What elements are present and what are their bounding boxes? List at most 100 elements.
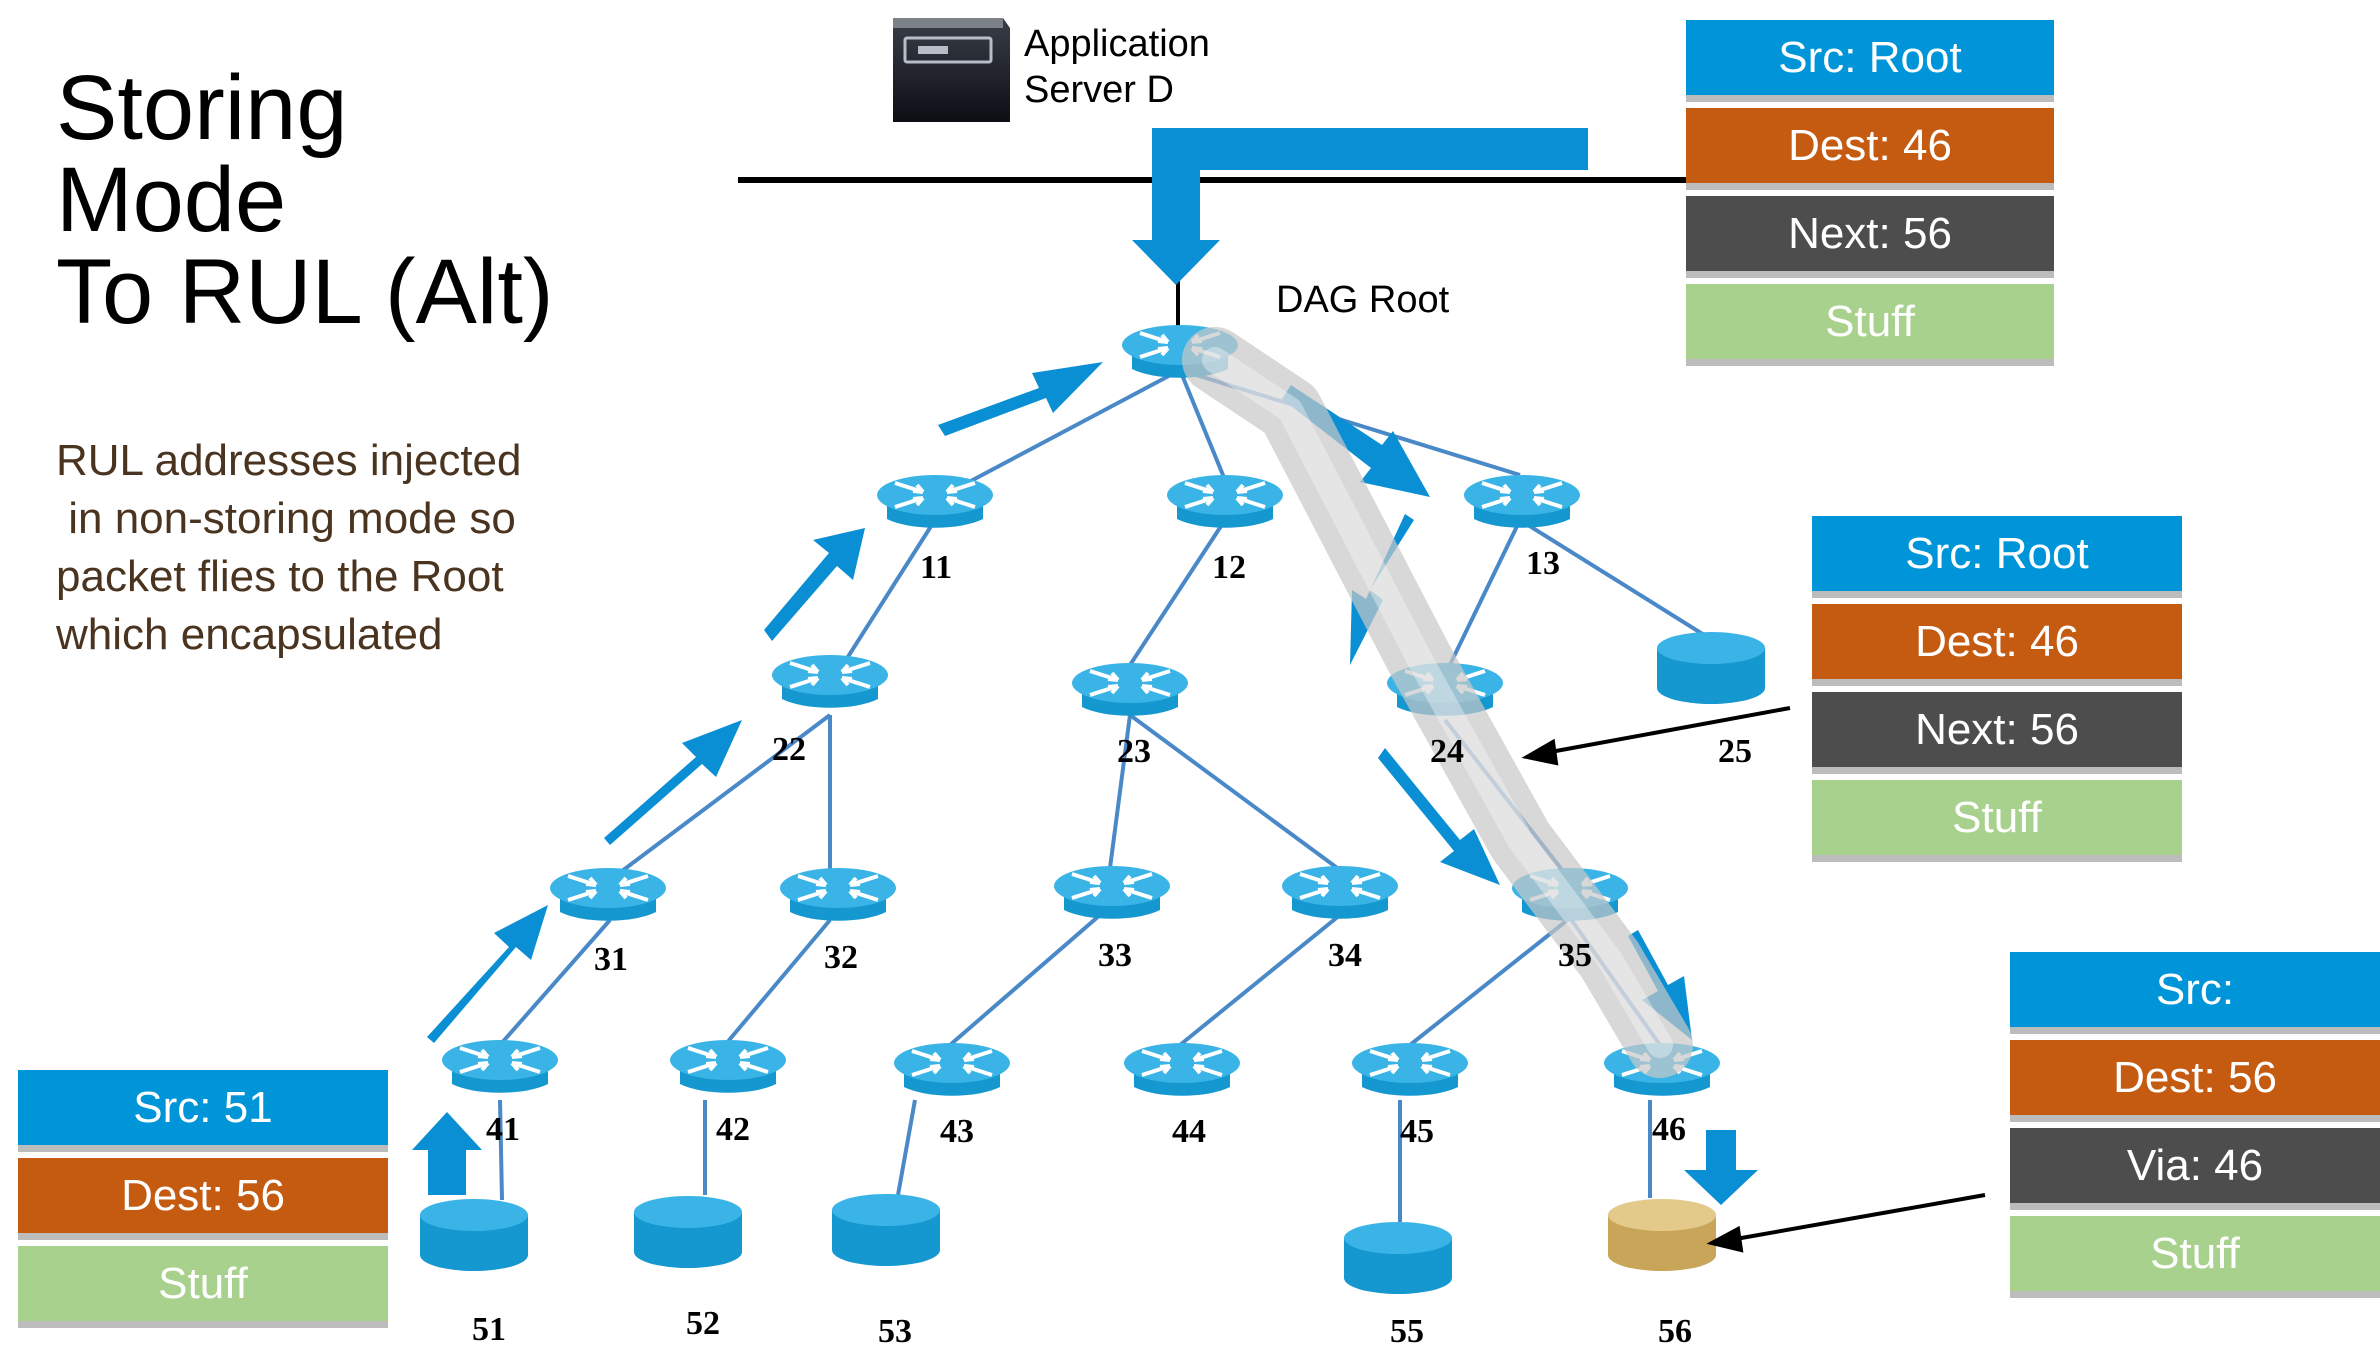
router-31 bbox=[548, 866, 668, 923]
header-top-next: Next: 56 bbox=[1686, 196, 2054, 278]
header-top-src: Src: Root bbox=[1686, 20, 2054, 102]
node-label-22: 22 bbox=[772, 731, 806, 768]
slide-title: Storing Mode To RUL (Alt) bbox=[56, 62, 554, 338]
tunnel-overlay-highlight bbox=[1202, 347, 1673, 1058]
host-51 bbox=[420, 1199, 528, 1271]
header-stack-top: Src: Root Dest: 46 Next: 56 Stuff bbox=[1686, 20, 2054, 366]
header-bottom-right-src: Src: bbox=[2010, 952, 2380, 1034]
link-23-33 bbox=[1108, 714, 1132, 869]
note-line-2: in non-storing mode so bbox=[56, 494, 516, 543]
link-13-24 bbox=[1443, 519, 1522, 676]
router-13 bbox=[1462, 473, 1582, 530]
node-label-25: 25 bbox=[1718, 733, 1752, 770]
node-label-33: 33 bbox=[1098, 937, 1132, 974]
header-mid-next: Next: 56 bbox=[1812, 692, 2182, 774]
node-label-53: 53 bbox=[878, 1313, 912, 1347]
host-52 bbox=[634, 1196, 742, 1268]
header-stack-mid: Src: Root Dest: 46 Next: 56 Stuff bbox=[1812, 516, 2182, 862]
root-label: DAG Root bbox=[1276, 279, 1450, 321]
node-label-24: 24 bbox=[1430, 733, 1464, 770]
node-label-51: 51 bbox=[472, 1311, 506, 1347]
header-stack-bottom-right: Src: Dest: 56 Via: 46 Stuff bbox=[2010, 952, 2380, 1298]
link-23-34 bbox=[1128, 713, 1342, 872]
note-line-1: RUL addresses injected bbox=[56, 436, 522, 485]
node-label-35: 35 bbox=[1558, 937, 1592, 974]
header-top-dest: Dest: 46 bbox=[1686, 108, 2054, 190]
router-11 bbox=[875, 473, 995, 530]
explanation-note: RUL addresses injected in non-storing mo… bbox=[56, 432, 576, 664]
header-top-stuff: Stuff bbox=[1686, 284, 2054, 366]
pointer-to-56 bbox=[1729, 1193, 1986, 1242]
header-mid-dest: Dest: 46 bbox=[1812, 604, 2182, 686]
link-root-12 bbox=[1178, 369, 1227, 481]
router-12 bbox=[1165, 473, 1285, 530]
pointer-arrows bbox=[1521, 706, 1986, 1253]
router-34 bbox=[1280, 864, 1400, 921]
link-32-42 bbox=[723, 918, 832, 1047]
up-arrow-22-11 bbox=[764, 528, 865, 641]
tunnel-overlay bbox=[1182, 327, 1693, 1078]
router-23 bbox=[1070, 661, 1190, 718]
routers bbox=[440, 323, 1722, 1098]
link-12-23 bbox=[1128, 518, 1227, 667]
node-label-55: 55 bbox=[1390, 1313, 1424, 1347]
link-43-53 bbox=[896, 1099, 917, 1196]
link-41-51 bbox=[498, 1099, 504, 1201]
node-label-41: 41 bbox=[486, 1111, 520, 1148]
router-43 bbox=[892, 1041, 1012, 1098]
title-line-3: To RUL (Alt) bbox=[56, 241, 554, 343]
note-line-4: which encapsulated bbox=[56, 610, 443, 659]
node-label-12: 12 bbox=[1212, 549, 1246, 586]
up-arrow-31-22 bbox=[604, 720, 742, 845]
pointer-to-24 bbox=[1544, 706, 1791, 755]
node-label-31: 31 bbox=[594, 941, 628, 978]
link-33-43 bbox=[948, 913, 1102, 1047]
router-42 bbox=[668, 1038, 788, 1095]
leaf-hosts bbox=[420, 632, 1765, 1294]
node-label-46: 46 bbox=[1652, 1111, 1686, 1148]
host-25 bbox=[1657, 632, 1765, 704]
node-label-52: 52 bbox=[686, 1305, 720, 1342]
header-bottom-right-stuff: Stuff bbox=[2010, 1216, 2380, 1298]
node-label-11: 11 bbox=[920, 549, 952, 586]
server-label-line2: Server D bbox=[1024, 69, 1174, 111]
node-label-44: 44 bbox=[1172, 1113, 1206, 1150]
node-label-43: 43 bbox=[940, 1113, 974, 1150]
link-22-31 bbox=[608, 713, 832, 882]
router-33 bbox=[1052, 864, 1172, 921]
header-stack-bottom-left: Src: 51 Dest: 56 Stuff bbox=[18, 1070, 388, 1328]
node-label-45: 45 bbox=[1400, 1113, 1434, 1150]
node-label-34: 34 bbox=[1328, 937, 1362, 974]
host-53 bbox=[832, 1194, 940, 1266]
router-44 bbox=[1122, 1041, 1242, 1098]
title-line-1: Storing bbox=[56, 57, 348, 159]
router-41 bbox=[440, 1038, 560, 1095]
router-32 bbox=[778, 866, 898, 923]
header-bottom-left-stuff: Stuff bbox=[18, 1246, 388, 1328]
note-line-3: packet flies to the Root bbox=[56, 552, 504, 601]
node-label-32: 32 bbox=[824, 939, 858, 976]
node-label-13: 13 bbox=[1526, 545, 1560, 582]
link-35-45 bbox=[1408, 916, 1572, 1047]
router-22 bbox=[770, 653, 890, 710]
title-line-2: Mode bbox=[56, 149, 287, 251]
down-arrow-46-56 bbox=[1684, 1130, 1758, 1205]
host-56-highlighted bbox=[1608, 1199, 1716, 1271]
header-bottom-left-src: Src: 51 bbox=[18, 1070, 388, 1152]
header-mid-src: Src: Root bbox=[1812, 516, 2182, 598]
server-label-line1: Application bbox=[1024, 23, 1210, 65]
server-icon bbox=[893, 18, 1010, 122]
up-arrow-51-41 bbox=[412, 1112, 482, 1195]
node-label-23: 23 bbox=[1117, 733, 1151, 770]
header-mid-stuff: Stuff bbox=[1812, 780, 2182, 862]
host-55 bbox=[1344, 1222, 1452, 1294]
link-31-41 bbox=[498, 918, 612, 1047]
node-label-56: 56 bbox=[1658, 1313, 1692, 1347]
node-label-42: 42 bbox=[716, 1111, 750, 1148]
flow-arrows bbox=[412, 128, 1758, 1205]
header-bottom-right-dest: Dest: 56 bbox=[2010, 1040, 2380, 1122]
link-13-25 bbox=[1518, 518, 1727, 650]
up-arrow-11-root bbox=[938, 362, 1103, 436]
